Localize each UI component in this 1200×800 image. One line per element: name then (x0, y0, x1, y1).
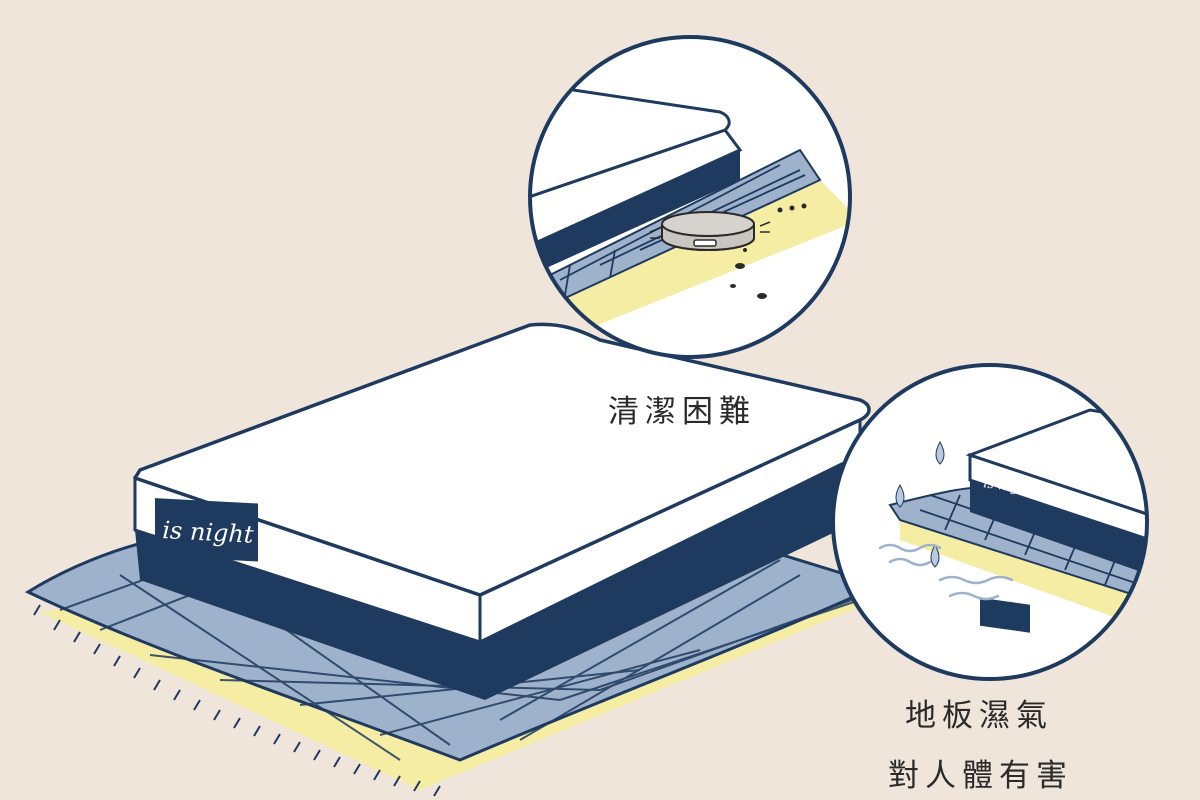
inset-moisture-circle: is night (831, 363, 1149, 681)
robot-vacuum-icon (649, 211, 771, 251)
brand-label-text: is night (162, 516, 255, 549)
moisture-wave-icon (878, 543, 1014, 601)
caption-harmful-to-body: 對人體有害 (888, 758, 1073, 794)
mattress-top (133, 322, 871, 597)
mattress-base (135, 455, 860, 700)
main-mattress-scene: is night (24, 322, 900, 797)
inset-cleaning-circle (528, 35, 852, 359)
brand-label-tag (155, 498, 258, 562)
inset-brand-label-text: is night (982, 476, 1034, 498)
caption-cleaning-difficulty: 清潔困難 (608, 394, 756, 430)
caption-floor-moisture: 地板濕氣 (905, 698, 1053, 734)
water-drop-icon (895, 440, 945, 568)
